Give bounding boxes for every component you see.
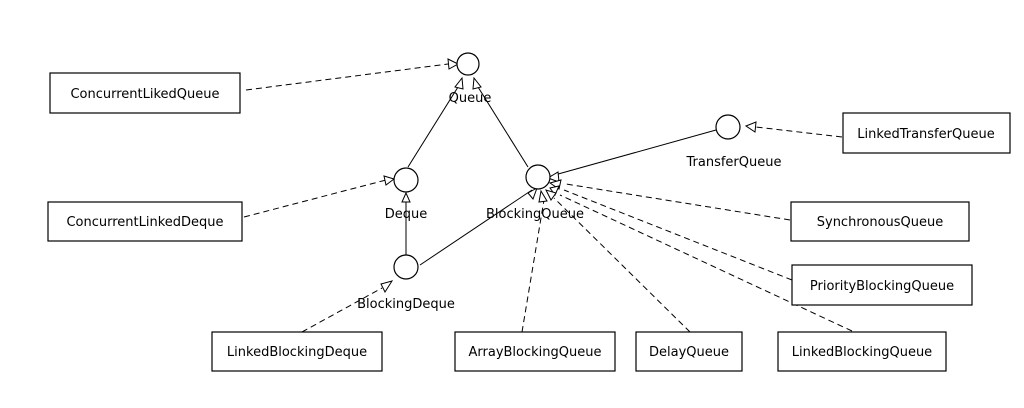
synchronous-queue-label: SynchronousQueue <box>817 215 944 230</box>
priorityblockingqueue-implements-blockingqueue-line <box>563 189 793 281</box>
concurrentlinkeddeque-implements-deque-line <box>243 179 387 218</box>
arrowhead-blockingqueue-bottom-left <box>527 186 538 200</box>
concurrent-linked-deque-label: ConcurrentLinkedDeque <box>66 215 223 230</box>
deque-label: Deque <box>385 207 428 222</box>
linkedblockingqueue-implements-blockingqueue-line <box>559 194 853 332</box>
class-linked-transfer-queue: LinkedTransferQueue <box>842 112 1011 154</box>
interface-queue: Queue <box>449 52 492 106</box>
synchronousqueue-implements-blockingqueue-line <box>565 183 791 221</box>
linkedtransferqueue-implements-transferqueue-line <box>755 126 843 138</box>
arrowhead-transferqueue-right <box>744 121 757 133</box>
linked-blocking-queue-label: LinkedBlockingQueue <box>792 345 932 360</box>
transferqueue-interface-icon <box>715 114 741 140</box>
priority-blocking-queue-label: PriorityBlockingQueue <box>810 279 954 294</box>
blocking-queue-label: BlockingQueue <box>486 207 584 222</box>
interface-blocking-queue: BlockingQueue <box>486 164 584 222</box>
arrowhead-deque-left <box>383 175 396 186</box>
arrowhead-queue-bottom-left <box>454 76 464 90</box>
concurrent-liked-queue-label: ConcurrentLikedQueue <box>70 87 219 102</box>
arrowhead-blockingqueue-bottom-1 <box>545 189 557 201</box>
blockingqueue-extends-queue-line <box>477 86 529 168</box>
classes: ConcurrentLikedQueue ConcurrentLinkedDeq… <box>47 72 1011 372</box>
arrowhead-queue-bottom-right <box>472 76 482 90</box>
blockingqueue-interface-icon <box>525 164 551 190</box>
interface-transfer-queue: TransferQueue <box>686 114 782 170</box>
class-array-blocking-queue: ArrayBlockingQueue <box>454 331 616 372</box>
interface-deque: Deque <box>385 167 428 222</box>
array-blocking-queue-label: ArrayBlockingQueue <box>469 345 602 360</box>
arrayblockingqueue-implements-blockingqueue-line <box>521 199 545 333</box>
blockingdeque-interface-icon <box>393 254 419 280</box>
interfaces: Queue Deque BlockingQueue BlockingDeque … <box>357 52 782 312</box>
arrowhead-blockingqueue-right-1 <box>546 171 560 183</box>
delay-queue-label: DelayQueue <box>649 345 729 360</box>
linked-transfer-queue-label: LinkedTransferQueue <box>857 127 994 142</box>
blocking-deque-label: BlockingDeque <box>357 297 455 312</box>
arrowhead-queue-left <box>447 58 460 70</box>
class-linked-blocking-queue: LinkedBlockingQueue <box>777 331 947 372</box>
class-priority-blocking-queue: PriorityBlockingQueue <box>791 264 973 306</box>
interface-blocking-deque: BlockingDeque <box>357 254 455 312</box>
transfer-queue-label: TransferQueue <box>686 155 782 170</box>
deque-interface-icon <box>393 167 419 193</box>
queue-label: Queue <box>449 91 492 106</box>
delayqueue-implements-blockingqueue-line <box>553 197 691 333</box>
class-concurrent-liked-queue: ConcurrentLikedQueue <box>49 72 241 114</box>
blockingdeque-extends-blockingqueue-line <box>419 189 533 266</box>
arrowhead-deque-bottom <box>401 191 411 203</box>
class-delay-queue: DelayQueue <box>635 331 743 372</box>
queue-interface-icon <box>456 52 480 76</box>
arrowhead-blockingdeque-left <box>380 280 394 294</box>
linkedblockingdeque-implements-blockingdeque-line <box>301 287 383 333</box>
arrowheads <box>380 58 757 294</box>
arrowhead-blockingqueue-bottom-2 <box>538 189 548 203</box>
class-synchronous-queue: SynchronousQueue <box>790 201 970 242</box>
concurrentlikedqueue-implements-queue-line <box>245 63 449 91</box>
class-linked-blocking-deque: LinkedBlockingDeque <box>211 331 383 372</box>
deque-extends-queue-line <box>407 86 459 168</box>
transferqueue-extends-blockingqueue-line <box>550 129 717 177</box>
relationships <box>243 63 853 333</box>
linked-blocking-deque-label: LinkedBlockingDeque <box>227 345 367 360</box>
class-concurrent-linked-deque: ConcurrentLinkedDeque <box>47 201 243 242</box>
